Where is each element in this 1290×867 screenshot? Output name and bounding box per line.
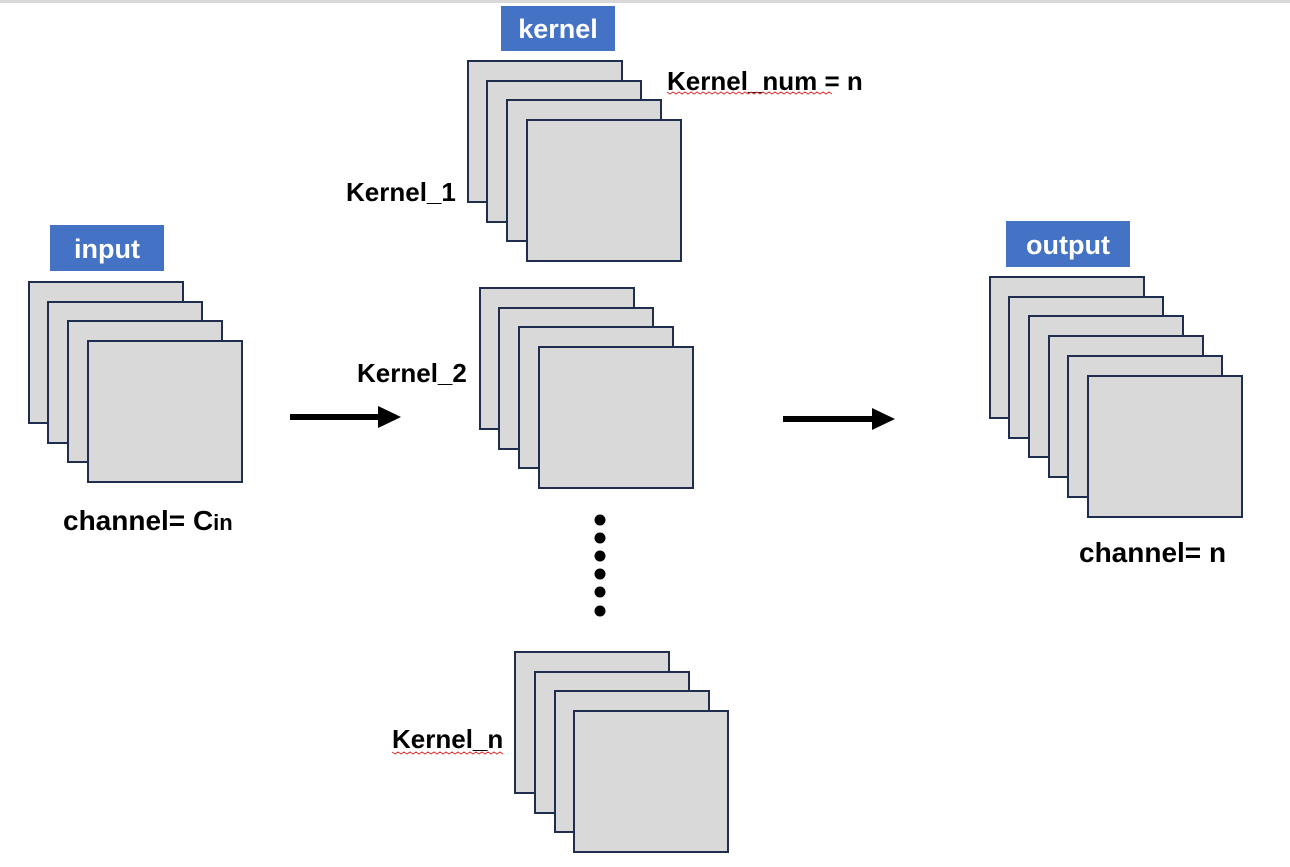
output-tag-label: output	[1026, 230, 1110, 260]
ellipsis-dot	[594, 586, 606, 598]
input-channel-subscript: in	[213, 510, 233, 535]
ellipsis-dot	[594, 532, 606, 544]
output-stack	[989, 276, 1243, 518]
kernel-2-sheet	[538, 346, 694, 489]
kernel-to-output-arrow	[783, 408, 895, 430]
output-tag: output	[1006, 221, 1130, 267]
kernel-tag-box	[501, 6, 615, 51]
output-channel-label: channel= n	[1079, 537, 1226, 568]
kernel-n-stack	[514, 651, 729, 853]
kernel-1-label: Kernel_1	[346, 177, 456, 207]
ellipsis-dot	[594, 605, 606, 617]
kernel-n-label: Kernel_n	[392, 724, 503, 754]
output-sheet	[1087, 375, 1243, 518]
input-tag-box	[50, 225, 164, 271]
ellipsis-dot	[594, 514, 606, 526]
input-to-kernel-arrow	[290, 406, 401, 428]
output-tag-box	[1006, 221, 1130, 267]
kernel-n-sheet	[573, 710, 729, 853]
input-tag: input	[50, 225, 164, 271]
kernel-tag-label: kernel	[518, 14, 598, 44]
input-channel-text: channel= C	[63, 505, 213, 536]
kernel-1-sheet	[526, 119, 682, 262]
spellcheck-underline	[391, 751, 504, 755]
top-border	[0, 0, 1290, 3]
input-channel-label: channel= Cin	[63, 505, 233, 536]
kernel-2-stack	[479, 287, 694, 489]
ellipsis-dot	[594, 550, 606, 562]
input-sheet	[87, 340, 243, 483]
spellcheck-underline	[666, 91, 833, 95]
kernel-num-label: Kernel_num = n	[667, 66, 863, 96]
arrow-head-icon	[872, 408, 895, 430]
kernel-1-stack	[467, 60, 682, 262]
arrow-head-icon	[378, 406, 401, 428]
input-stack	[28, 281, 243, 483]
kernel-2-label: Kernel_2	[357, 358, 467, 388]
input-tag-label: input	[74, 234, 140, 264]
ellipsis-dots	[594, 514, 606, 617]
kernel-tag: kernel	[501, 6, 615, 51]
ellipsis-dot	[594, 568, 606, 580]
